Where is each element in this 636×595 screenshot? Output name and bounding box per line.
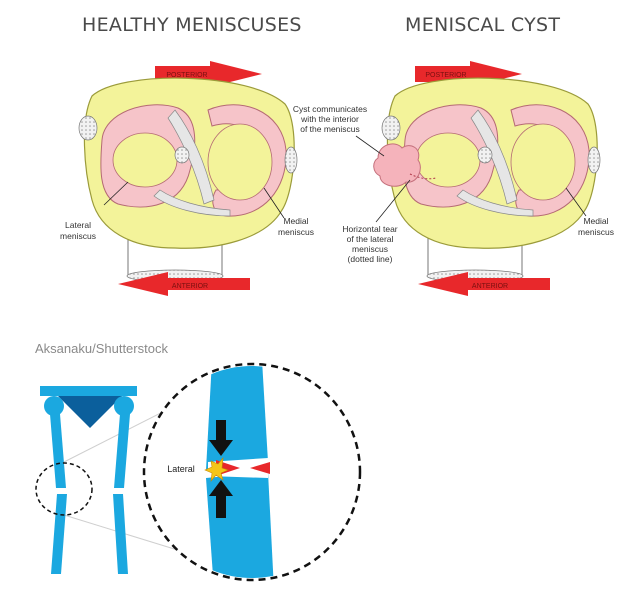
tear-label-line1: Horizontal tear (342, 224, 397, 234)
healthy-meniscuses-title: HEALTHY MENISCUSES (82, 14, 302, 36)
lateral-meniscus-label-left-line2: meniscus (60, 231, 96, 241)
right-leg-upper (114, 414, 130, 488)
tear-arrow-right (250, 462, 270, 474)
meniscal-cyst-title: MENISCAL CYST (405, 14, 561, 36)
cyst-knee-diagram: POSTERIOR Cyst communicates with the int… (293, 61, 614, 296)
cyst-label-line1: Cyst communicates (293, 104, 367, 114)
left-leg-upper (50, 414, 66, 488)
image-credit: Aksanaku/Shutterstock (35, 341, 168, 356)
lateral-label-zoom: Lateral (167, 464, 195, 474)
medial-meniscus-label-left-line2: meniscus (278, 227, 314, 237)
anterior-label-right: ANTERIOR (472, 283, 508, 290)
anterior-label-left: ANTERIOR (172, 283, 208, 290)
force-arrow-down (209, 420, 233, 456)
anterior-arrow-right: ANTERIOR (418, 272, 550, 296)
meniscal-cyst (373, 143, 421, 187)
medial-meniscus-label-right-line2: meniscus (578, 227, 614, 237)
tear-label-line3: meniscus (352, 244, 388, 254)
knee-schematic: Lateral (35, 362, 362, 582)
force-arrow-up (209, 480, 233, 518)
healthy-knee-diagram: POSTERIOR Lateral meniscus Medial menisc… (60, 61, 314, 296)
posterior-label-left: POSTERIOR (166, 72, 207, 79)
medial-meniscus-label-right-line1: Medial (583, 216, 608, 226)
horizontal-tear-line (409, 173, 437, 180)
tear-label-line2: of the lateral (347, 234, 394, 244)
focus-circle (35, 462, 93, 516)
right-joint (114, 396, 134, 416)
impact-star (204, 457, 229, 482)
posterior-label-right: POSTERIOR (425, 72, 466, 79)
lateral-meniscus-label-left-line1: Lateral (65, 220, 91, 230)
femur-triangle (58, 396, 122, 428)
left-leg-lower (51, 494, 67, 574)
zoom-bone-upper (206, 366, 268, 470)
left-joint (44, 396, 64, 416)
cyst-label-line2: with the interior (300, 114, 359, 124)
cyst-label-line3: of the meniscus (300, 124, 360, 134)
femur-bar (40, 386, 137, 396)
anterior-arrow-left: ANTERIOR (118, 272, 250, 296)
tear-label-line4: (dotted line) (348, 254, 393, 264)
medial-meniscus-label-left-line1: Medial (283, 216, 308, 226)
right-leg-lower (113, 494, 128, 574)
